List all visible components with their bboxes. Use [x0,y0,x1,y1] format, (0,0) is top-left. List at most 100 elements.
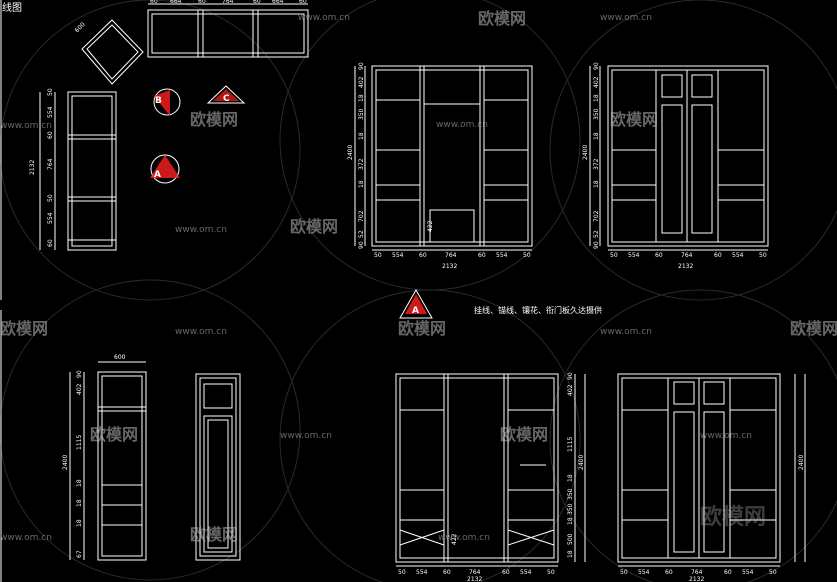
dim-elev2-1: 90 [593,62,600,70]
dim-top-5: 60 [253,0,261,5]
dim-elev1-b3: 60 [419,252,427,259]
dim-low1-7: 18 [567,517,574,525]
dim-top-1: 60 [150,0,158,5]
wm-brand-9: 欧模网 [500,425,548,444]
dim-low1-8: 500 [567,533,574,545]
dim-low1-total: 2400 [578,455,585,470]
top-plan-view [147,3,309,58]
dim-elev2-9: 52 [593,230,600,238]
dim-low1-mid: 422 [451,533,458,545]
wm-brand-6: 欧模网 [398,319,446,338]
door-view [195,373,241,561]
wm-brand-4: 欧模网 [290,217,338,236]
dim-elev2-7: 18 [593,180,600,188]
dim-elev2-b6: 554 [732,252,744,259]
wm-url-6: www.om.cn [175,327,227,337]
dim-low1-b6: 554 [520,569,532,576]
wm-brand-5: 欧模网 [0,319,48,338]
marker-c-label: C [223,94,230,104]
dim-low2-total: 2400 [798,455,805,470]
marker-a-left-label: A [154,170,161,180]
dim-side-6: 18 [76,519,83,527]
dim-elev1-b5: 60 [478,252,486,259]
dim-low2-b3: 60 [665,569,673,576]
left-section-view [39,91,117,251]
elevation-view-1 [354,65,533,251]
dim-elev1-b4: 764 [445,252,457,259]
dim-elev1-b7: 50 [523,252,531,259]
wm-brand-11: 欧模网 [700,504,766,530]
dim-elev1-10: 90 [358,241,365,249]
dim-top-4: 764 [222,0,234,5]
dim-elev2-b5: 60 [714,252,722,259]
dim-elev2-2: 402 [593,76,600,88]
dim-low2-b1: 50 [620,569,628,576]
dim-low2-b7: 50 [769,569,777,576]
dim-elev2-b4: 764 [681,252,693,259]
dim-elev2-b7: 50 [759,252,767,259]
dim-elev1-8: 702 [358,210,365,222]
dim-elev2-b1: 50 [610,252,618,259]
dim-low2-b5: 60 [724,569,732,576]
dim-side-1: 90 [76,370,83,378]
dim-elev1-9: 52 [358,230,365,238]
dim-left-6: 554 [47,212,54,224]
dim-left-total: 2132 [29,160,36,175]
dim-low1-b4: 764 [469,569,481,576]
dim-left-5: 50 [47,194,54,202]
dim-side-2: 402 [76,383,83,395]
dim-diag: 600 [74,21,87,34]
elevation-view-2 [589,65,769,251]
section-markers [150,85,433,319]
wm-brand-3: 欧模网 [610,110,658,129]
dim-side-width: 600 [114,354,126,361]
dim-elev1-width: 2132 [442,263,457,270]
elevation-view-4 [617,373,806,567]
dim-low2-b2: 554 [638,569,650,576]
dim-low1-4: 18 [567,474,574,482]
wm-url-11: www.om.cn [438,533,490,543]
title-fragment: 线图 [2,1,22,14]
dim-low1-b7: 50 [547,569,555,576]
wm-url-3: www.om.cn [436,120,488,130]
corner-plan-view [81,19,144,85]
dim-low2-b4: 764 [691,569,703,576]
wm-url-9: www.om.cn [700,431,752,441]
dim-elev1-3: 18 [358,94,365,102]
dim-left-2: 554 [47,106,54,118]
dim-elev2-4: 350 [593,108,600,120]
wm-url-8: www.om.cn [280,431,332,441]
dim-low1-b5: 60 [502,569,510,576]
dim-elev2-3: 18 [593,94,600,102]
dim-left-1: 50 [47,88,54,96]
dim-low1-3: 1115 [567,437,574,452]
elevation-view-3 [395,373,586,567]
dim-left-3: 60 [47,131,54,139]
dim-side-5: 18 [76,499,83,507]
wm-brand-10: 欧模网 [190,525,238,544]
dim-low1-1: 90 [567,372,574,380]
dim-low1-b1: 50 [398,569,406,576]
dim-low1-5: 350 [567,488,574,500]
dim-elev1-total: 2400 [347,145,354,160]
dim-elev2-5: 18 [593,132,600,140]
dim-elev1-7: 18 [358,180,365,188]
marker-a-center-label: A [412,306,419,316]
dim-elev1-b1: 50 [374,252,382,259]
dim-elev2-b2: 554 [628,252,640,259]
dim-elev2-6: 372 [593,158,600,170]
dim-elev1-2: 402 [358,76,365,88]
dim-elev1-b6: 554 [496,252,508,259]
wm-brand-7: 欧模网 [790,319,837,338]
dim-elev1-mid: 422 [427,220,434,232]
dim-low1-b3: 60 [443,569,451,576]
marker-b-label: B [155,96,162,106]
wm-brand-8: 欧模网 [90,425,138,444]
watermarks: 欧模网 www.om.cn www.om.cn 欧模网 www.om.cn 欧模… [0,9,837,544]
note-text: 挂线、锚线、镶花、衔门板久达摄供 [474,305,602,315]
dim-low2-width: 2132 [689,576,704,582]
side-view [69,361,147,561]
dimension-labels: 60 664 60 764 60 664 60 600 2132 50 554 … [29,0,805,582]
